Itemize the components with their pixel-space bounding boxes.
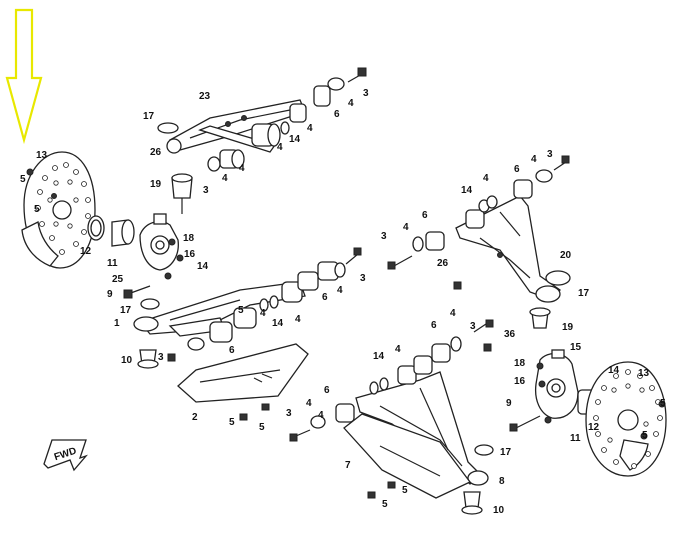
part-number-label: 9	[107, 289, 113, 300]
part-number-label: 3	[203, 185, 209, 196]
forward-direction-arrow-icon: FWD	[43, 439, 89, 472]
part-number-label: 14	[197, 261, 209, 272]
part-number-label: 8	[499, 476, 505, 487]
part-number-label: 17	[500, 447, 512, 458]
part-number-label: 7	[345, 460, 351, 471]
part-number-label: 19	[150, 179, 162, 190]
part-number-label: 6	[334, 109, 340, 120]
brake-disc-right	[585, 361, 667, 477]
part-number-label: 25	[112, 274, 124, 285]
part-number-label: 17	[120, 305, 132, 316]
part-number-label: 19	[562, 322, 574, 333]
part-number-label: 15	[570, 342, 582, 353]
part-number-label: 36	[504, 329, 516, 340]
part-number-label: 17	[578, 288, 590, 299]
skid-plate-right	[343, 413, 471, 499]
part-number-label: 6	[324, 385, 330, 396]
part-number-label: 3	[360, 273, 366, 284]
part-number-label: 23	[199, 91, 211, 102]
knuckle-right	[534, 349, 579, 424]
part-number-label: 3	[470, 321, 476, 332]
part-number-label: 5	[660, 398, 666, 409]
part-number-label: 5	[259, 422, 265, 433]
part-number-label: 12	[588, 422, 600, 433]
part-number-label: 4	[260, 308, 266, 319]
part-number-label: 13	[36, 150, 48, 161]
part-number-label: 6	[514, 164, 520, 175]
part-number-label: 4	[403, 222, 409, 233]
part-number-label: 9	[506, 398, 512, 409]
part-number-label: 4	[450, 308, 456, 319]
part-number-label: 3	[547, 149, 553, 160]
part-number-label: 16	[184, 249, 196, 260]
part-number-label: 17	[143, 111, 155, 122]
part-number-label: 6	[422, 210, 428, 221]
lower-a-arm-left	[133, 281, 306, 337]
part-number-label: 26	[437, 258, 449, 269]
part-number-label: 4	[295, 314, 301, 325]
part-number-label: 4	[337, 285, 343, 296]
part-number-label: 5	[20, 174, 26, 185]
part-number-label: 20	[560, 250, 572, 261]
part-number-label: 14	[289, 134, 301, 145]
part-number-label: 5	[238, 305, 244, 316]
part-number-label: 4	[277, 142, 283, 153]
part-number-label: 12	[80, 246, 92, 257]
part-number-label: 26	[150, 147, 162, 158]
part-number-label: 14	[608, 365, 620, 376]
part-number-label: 4	[348, 98, 354, 109]
skid-plate-left	[177, 343, 309, 403]
part-number-label: 14	[461, 185, 473, 196]
part-number-label: 3	[381, 231, 387, 242]
part-number-label: 5	[642, 430, 648, 441]
part-number-label: 14	[272, 318, 284, 329]
part-number-label: 11	[570, 433, 581, 444]
part-number-label: 16	[514, 376, 526, 387]
part-number-label: 4	[239, 163, 245, 174]
part-number-label: 6	[229, 345, 235, 356]
part-number-label: 4	[531, 154, 537, 165]
part-number-label: 4	[483, 173, 489, 184]
part-number-label: 3	[363, 88, 369, 99]
part-number-label: 4	[395, 344, 401, 355]
part-number-label: 5	[34, 204, 40, 215]
part-number-label: 6	[322, 292, 328, 303]
part-number-label: 2	[192, 412, 198, 423]
part-number-label: 11	[107, 258, 118, 269]
part-number-label: 4	[222, 173, 228, 184]
part-number-label: 5	[229, 417, 235, 428]
part-number-label: 5	[382, 499, 388, 510]
part-number-label: 10	[121, 355, 133, 366]
part-number-label: 3	[158, 352, 164, 363]
part-number-label: 14	[373, 351, 385, 362]
knuckle-left	[139, 213, 184, 280]
part-number-label: 13	[638, 368, 650, 379]
part-number-label: 18	[514, 358, 526, 369]
brake-disc-left	[21, 151, 96, 269]
part-number-label: 4	[318, 410, 324, 421]
indicator-arrow	[5, 8, 43, 145]
part-number-label: 5	[402, 485, 408, 496]
part-number-label: 10	[493, 505, 505, 516]
part-number-label: 6	[431, 320, 437, 331]
part-number-label: 1	[114, 318, 120, 329]
part-number-label: 18	[183, 233, 195, 244]
part-number-label: 3	[286, 408, 292, 419]
part-number-label: 4	[307, 123, 313, 134]
part-number-label: 4	[306, 398, 312, 409]
